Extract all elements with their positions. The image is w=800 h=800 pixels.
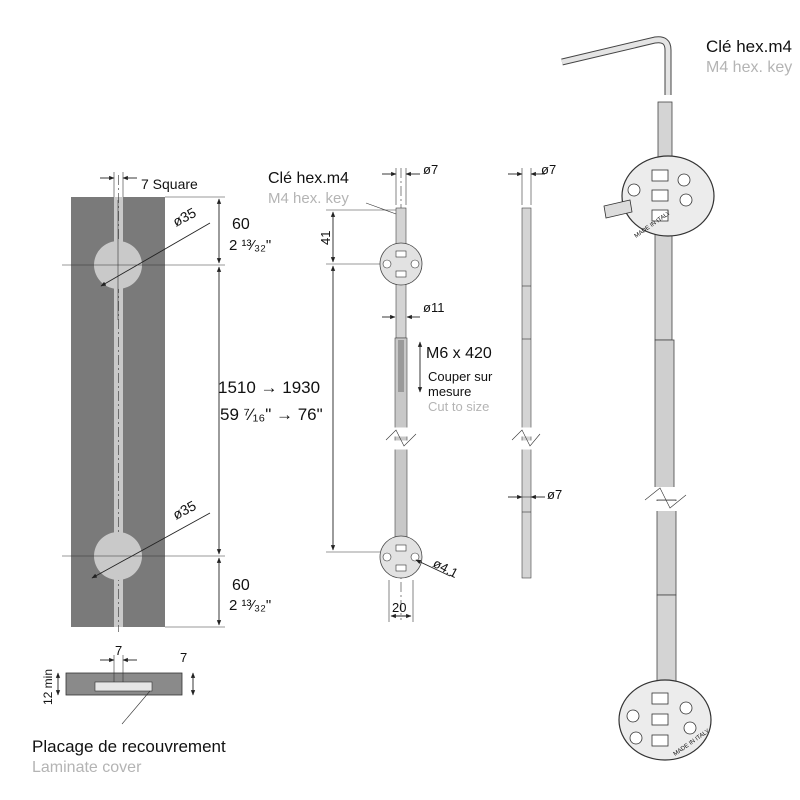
- front-disc-bottom-slot: [395, 544, 407, 552]
- iso-disc-bottom-screw-1: [626, 709, 640, 723]
- iso-disc-bottom-slot-2: [651, 713, 669, 726]
- front-disc-bottom-screw: [382, 552, 392, 562]
- side-break-mark: [511, 429, 541, 447]
- front-key-label-en: M4 hex. key: [268, 190, 349, 207]
- bottom-offset-label: 60: [232, 577, 250, 594]
- panel-view: 7 Square ø35 ø35 60 2 ¹³⁄₃₂" 1510 → 1930…: [62, 172, 323, 632]
- top-offset-label: 60: [232, 216, 250, 233]
- top-hole-diameter: ø35: [170, 204, 199, 230]
- range-inch-label: 59 ⁷⁄₁₆" → 76": [220, 405, 323, 424]
- iso-disc-top-slot-3: [651, 209, 669, 222]
- front-thread-label: M6 x 420: [426, 345, 492, 362]
- side-top-diameter: ø7: [541, 162, 556, 177]
- laminate-leader: [121, 690, 151, 725]
- iso-break-mark: [644, 487, 687, 509]
- iso-disc-bottom-slot-3: [651, 734, 669, 747]
- front-disc-bottom: [379, 535, 423, 579]
- section-thickness-label: 12 min: [41, 669, 55, 705]
- iso-key-label-en: M4 hex. key: [706, 59, 792, 76]
- range-mm-label: 1510 → 1930: [218, 378, 320, 397]
- iso-break-gap: [640, 487, 690, 511]
- bottom-hole-leader: [91, 512, 211, 579]
- front-key-leader: [365, 202, 397, 215]
- iso-disc-top-screw-3: [679, 193, 693, 207]
- side-view: ø7 ø7: [508, 162, 562, 579]
- top-hole-leader: [100, 222, 211, 287]
- front-screw-hole-label: ø4.1: [431, 555, 461, 580]
- side-bottom-diameter: ø7: [547, 487, 562, 502]
- laminate-label-fr: Placage de recouvrement: [32, 737, 226, 756]
- front-cut-fr-2: mesure: [428, 384, 471, 399]
- section-view: 7 7 12 min Placage de recouvrement Lamin…: [32, 643, 226, 776]
- side-break-gap: [510, 427, 540, 450]
- iso-rod-2: [654, 224, 673, 341]
- front-body-diameter: ø11: [423, 300, 444, 315]
- front-cut-en: Cut to size: [428, 399, 489, 414]
- iso-key-label-fr: Clé hex.m4: [706, 37, 792, 56]
- iso-rod-3: [654, 339, 675, 491]
- laminate-label-en: Laminate cover: [32, 759, 142, 776]
- iso-rod-4: [656, 499, 677, 596]
- iso-disc-top-screw-1: [627, 183, 641, 197]
- top-offset-inch: 2 ¹³⁄₃₂": [229, 237, 271, 254]
- iso-disc-bottom-slot-1: [651, 692, 669, 705]
- section-groove: [94, 681, 153, 692]
- iso-disc-top-screw-2: [677, 173, 691, 187]
- front-disc-top-screw-2: [410, 259, 420, 269]
- iso-screw: [603, 199, 633, 219]
- front-break-mark: [385, 429, 417, 447]
- front-rod-diameter: ø7: [423, 162, 438, 177]
- square-label: 7 Square: [141, 176, 198, 192]
- side-rod: [521, 207, 532, 579]
- front-disc-top-slot-2: [395, 270, 407, 278]
- section-width-label: 7: [115, 643, 122, 658]
- iso-view: Clé hex.m4 M4 hex. key MADE IN ITALY MAD…: [561, 36, 792, 761]
- iso-disc-bottom-screw-3: [683, 721, 697, 735]
- section-depth-label: 7: [180, 650, 187, 665]
- front-screw-hole-leader: [415, 559, 451, 577]
- iso-rod-5: [656, 594, 677, 691]
- front-break-gap: [384, 427, 418, 450]
- front-disc-bottom-slot-2: [395, 564, 407, 572]
- front-rod-thread: [398, 340, 404, 392]
- hex-key-highlight: [561, 37, 671, 95]
- bottom-offset-inch: 2 ¹³⁄₃₂": [229, 597, 271, 614]
- front-disc-top-slot: [395, 250, 407, 258]
- front-disc-top-screw: [382, 259, 392, 269]
- front-disc-bottom-screw-2: [410, 552, 420, 562]
- front-cut-fr-1: Couper sur: [428, 369, 493, 384]
- bottom-hole-diameter: ø35: [170, 497, 199, 523]
- front-key-label-fr: Clé hex.m4: [268, 170, 349, 187]
- iso-disc-top-slot-2: [651, 189, 669, 202]
- front-disc-width: 20: [392, 600, 406, 615]
- iso-rod-1: [657, 101, 673, 163]
- iso-disc-bottom-screw-2: [679, 701, 693, 715]
- iso-disc-top-slot-1: [651, 169, 669, 182]
- front-offset-label: 41: [318, 231, 333, 245]
- iso-disc-bottom-screw-4: [629, 731, 643, 745]
